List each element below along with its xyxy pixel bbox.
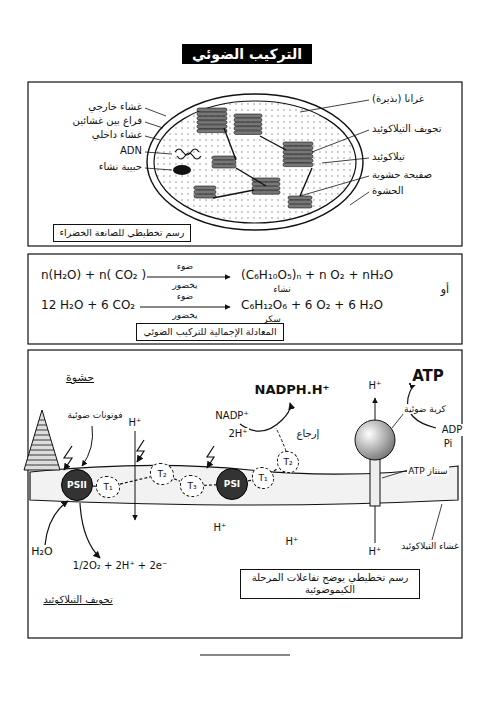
part-label: حشوة bbox=[65, 372, 95, 385]
part-label: ضوء bbox=[176, 261, 195, 271]
caption-box: رسم تخطيطي يوضح تفاعلات المرحلة الكيموضو… bbox=[240, 569, 420, 599]
node-text: T₃ bbox=[187, 481, 196, 492]
part-label: ATP bbox=[411, 368, 445, 385]
node-text: T₂ bbox=[157, 469, 166, 480]
part-label: ADN bbox=[119, 145, 143, 157]
caption-box: رسم تخطيطي للصانعة الخضراء bbox=[53, 224, 192, 242]
part-label: 1/2O₂ + 2H⁺ + 2e⁻ bbox=[72, 560, 168, 572]
part-label: إرجاع bbox=[296, 428, 321, 440]
part-label: غشاء التيلاكوئيد bbox=[400, 541, 460, 551]
electron-path bbox=[120, 477, 150, 484]
node-text: T₁ bbox=[258, 473, 267, 484]
part-label: NADPH.H⁺ bbox=[254, 383, 331, 398]
node-text: رسم تخطيطي يوضح تفاعلات المرحلة الكيموضو… bbox=[247, 572, 413, 596]
part-label: H⁺ bbox=[213, 522, 228, 534]
part-label: H⁺ bbox=[285, 536, 300, 548]
part-label: غشاء خارجي bbox=[87, 101, 143, 113]
part-label: تجويف التيلاكوئيد bbox=[371, 123, 443, 135]
part-label: يخضور bbox=[171, 280, 198, 290]
photosystem-circle: PSII bbox=[61, 469, 93, 501]
node-text: المعادلة الإجمالية للتركيب الضوئي bbox=[143, 326, 276, 337]
part-label: غشاء داخلي bbox=[91, 129, 143, 141]
part-label: الحشوة bbox=[371, 185, 405, 197]
part-label: صفيحة حشوية bbox=[371, 169, 433, 181]
part-label: Pi bbox=[443, 438, 454, 450]
part-label: كرية ضوئية bbox=[403, 404, 447, 414]
part-label: نشاء bbox=[272, 284, 292, 294]
part-label: C₆H₁₂O₆ + 6 O₂ + 6 H₂O bbox=[240, 299, 384, 313]
part-label: أو bbox=[440, 284, 450, 297]
part-label: ضوء bbox=[176, 291, 195, 301]
carrier-shape: T₃ bbox=[180, 475, 204, 497]
part-label: غرانا (بذيرة) bbox=[371, 93, 425, 105]
carrier-shape: T₂ bbox=[150, 463, 174, 485]
node-text: T₂ bbox=[283, 457, 292, 468]
part-label: 2H⁺ bbox=[227, 428, 248, 440]
page-title: التركيب الضوئي bbox=[182, 44, 312, 64]
photosystem-circle: PSI bbox=[216, 468, 248, 500]
part-label: فراغ بين غشائين bbox=[72, 115, 143, 127]
part-label: تيلاكوئيد bbox=[371, 151, 406, 163]
node-text: PSI bbox=[224, 479, 240, 490]
carrier-shape: T₁ bbox=[252, 467, 274, 489]
carrier-shape: T₁ bbox=[96, 476, 120, 498]
carrier-shape: T₂ bbox=[277, 451, 299, 473]
part-label: ATP سنتاز bbox=[407, 466, 448, 476]
part-label: فوتونات ضوئية bbox=[66, 410, 123, 420]
part-label: NADP⁺ bbox=[214, 410, 249, 422]
node-text: رسم تخطيطي للصانعة الخضراء bbox=[60, 227, 185, 238]
part-label: (C₆H₁₀O₅)ₙ + n O₂ + nH₂O bbox=[240, 269, 394, 283]
node-text: T₁ bbox=[103, 482, 112, 493]
part-label: H⁺ bbox=[368, 546, 383, 558]
part-label: H⁺ bbox=[128, 417, 143, 429]
electron-path bbox=[274, 469, 277, 471]
part-label: H₂O bbox=[30, 546, 53, 559]
node-text: PSII bbox=[67, 480, 87, 491]
part-label: H⁺ bbox=[368, 380, 383, 392]
part-label: حبيبة نشاء bbox=[98, 161, 143, 173]
caption-box: المعادلة الإجمالية للتركيب الضوئي bbox=[136, 323, 283, 341]
part-label: n(H₂O) + n( CO₂ ) bbox=[40, 269, 147, 283]
electron-path bbox=[174, 479, 180, 481]
part-label: يخضور bbox=[171, 310, 198, 320]
part-label: تجويف التيلاكوئيد bbox=[42, 594, 114, 606]
electron-path bbox=[204, 484, 216, 486]
part-label: ADP bbox=[441, 424, 464, 436]
part-label: 12 H₂O + 6 CO₂ bbox=[40, 299, 136, 313]
